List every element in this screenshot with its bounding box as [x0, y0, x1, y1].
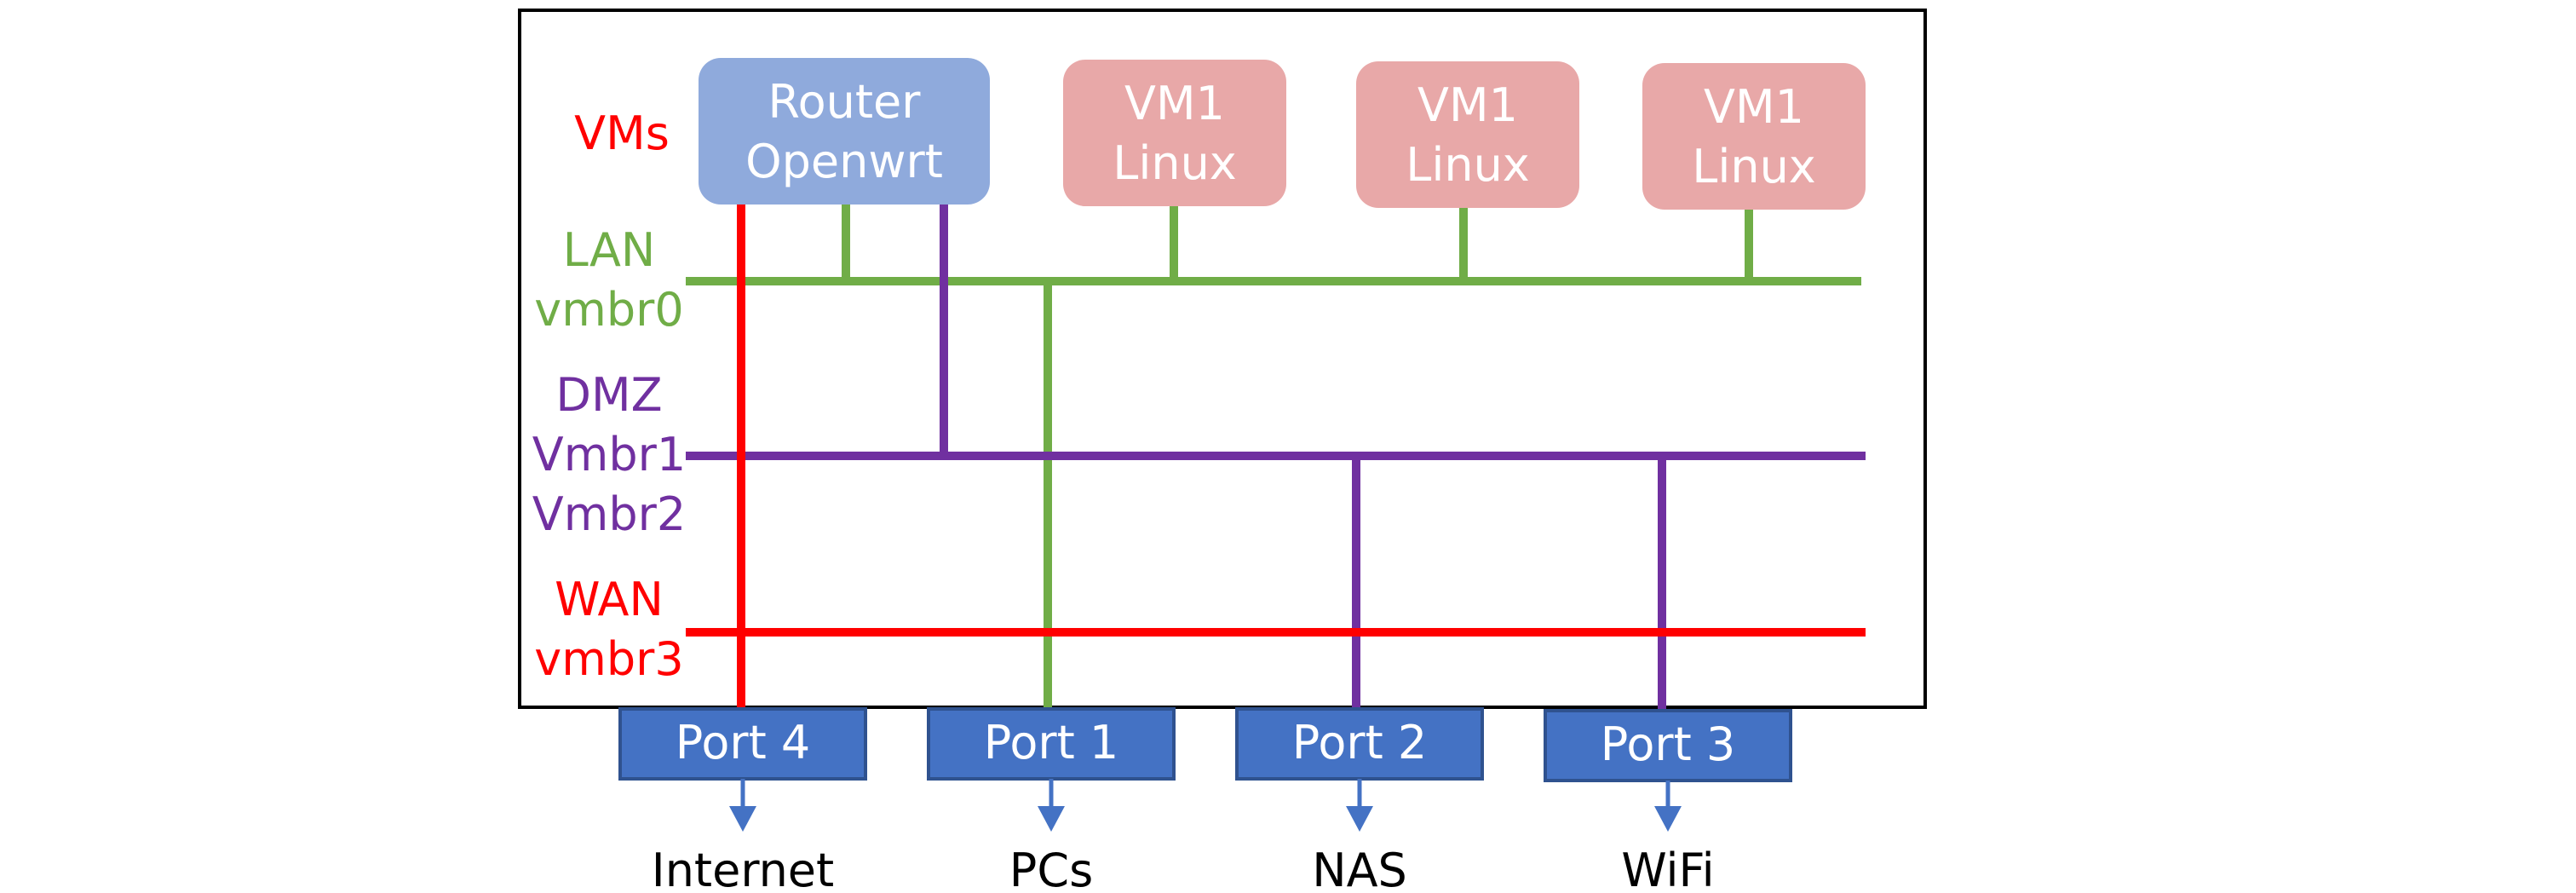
- vm2-box: VM1 Linux: [1356, 61, 1579, 208]
- dmz-bridge2-label: Vmbr2: [532, 487, 686, 541]
- port2-box: Port 2: [1235, 707, 1484, 781]
- dest-internet: Internet: [652, 844, 834, 893]
- dest-pcs: PCs: [1009, 844, 1093, 893]
- port1-arrow: [1038, 779, 1065, 832]
- vm1-box: VM1 Linux: [1063, 60, 1286, 206]
- vm-router-os: Openwrt: [745, 135, 943, 188]
- vm3-os: Linux: [1692, 140, 1816, 193]
- dest-wifi: WiFi: [1621, 844, 1714, 893]
- vm1-name: VM1: [1124, 77, 1225, 130]
- port2-label: Port 2: [1292, 716, 1428, 769]
- vm3-name: VM1: [1704, 80, 1804, 134]
- vm1-os: Linux: [1113, 136, 1237, 190]
- port4-box: Port 4: [618, 707, 867, 781]
- vm2-name: VM1: [1417, 78, 1518, 132]
- vms-label: VMs: [574, 107, 670, 160]
- dmz-label: DMZ: [555, 368, 662, 422]
- vm-router-name: Router: [768, 75, 922, 129]
- port4-label: Port 4: [676, 716, 811, 769]
- port3-box: Port 3: [1544, 709, 1792, 782]
- vm3-box: VM1 Linux: [1642, 63, 1866, 210]
- wan-bridge-label: vmbr3: [534, 632, 683, 686]
- wan-label: WAN: [555, 573, 664, 626]
- port2-arrow: [1346, 779, 1373, 832]
- port1-box: Port 1: [927, 707, 1176, 781]
- port4-arrow: [729, 779, 756, 832]
- vm-router-box: Router Openwrt: [699, 58, 990, 205]
- dmz-bridge1-label: Vmbr1: [532, 428, 686, 481]
- lan-bridge-label: vmbr0: [534, 283, 683, 337]
- vm2-os: Linux: [1406, 138, 1530, 192]
- lan-label: LAN: [563, 223, 656, 277]
- port3-arrow: [1654, 781, 1682, 832]
- port1-label: Port 1: [984, 716, 1119, 769]
- port3-label: Port 3: [1601, 717, 1736, 771]
- dest-nas: NAS: [1312, 844, 1407, 893]
